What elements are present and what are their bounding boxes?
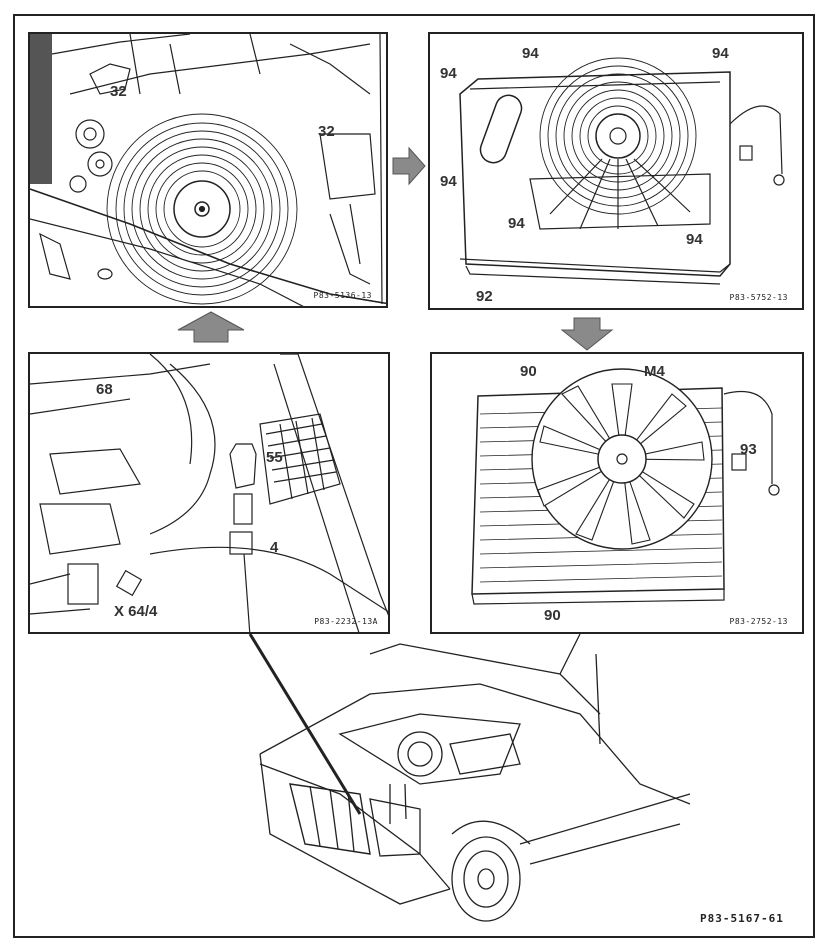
- panel-fan-blades: 90 M4 93 90 P83-2752-13: [430, 352, 804, 634]
- callout-32-right: 32: [318, 123, 335, 140]
- figure-code: P83-5167-61: [700, 912, 784, 925]
- panel-code: P83-2752-13: [729, 617, 788, 626]
- callout-94-center-top: 94: [522, 45, 539, 62]
- fan-shroud-drawing: [459, 57, 785, 285]
- panel-code: P83-5752-13: [729, 293, 788, 302]
- callout-93: 93: [740, 441, 757, 458]
- car-overview-drawing: [248, 634, 691, 922]
- diagram-frame: [13, 14, 815, 938]
- callout-94-bottom-mid: 94: [508, 215, 525, 232]
- callout-m4: M4: [644, 363, 665, 380]
- installed-fan-drawing: [30, 34, 386, 306]
- callout-x64-4: X 64/4: [114, 603, 158, 620]
- panel-code: P83-5136-13: [313, 291, 372, 300]
- fan-blades-drawing: [471, 368, 780, 605]
- arrow-right: [392, 146, 426, 186]
- panel-connector-detail: 68 55 4 X 64/4 P83-2232-13A: [28, 352, 390, 634]
- callout-32-left: 32: [110, 83, 127, 100]
- panel-fan-shroud: 94 94 94 94 94 94 92 P83-5752-13: [428, 32, 804, 310]
- callout-4: 4: [270, 539, 279, 556]
- panel-installed-fan: 32 32 P83-5136-13: [28, 32, 388, 308]
- callout-55: 55: [266, 449, 283, 466]
- callout-90-bottom: 90: [544, 607, 561, 624]
- callout-94-left-mid: 94: [440, 173, 457, 190]
- callout-94-bottom-right: 94: [686, 231, 703, 248]
- arrow-up: [177, 311, 245, 343]
- callout-94-left-top: 94: [440, 65, 457, 82]
- arrow-down: [560, 317, 614, 351]
- callout-92: 92: [476, 288, 493, 305]
- callout-94-right-top: 94: [712, 45, 729, 62]
- callout-68: 68: [96, 381, 113, 398]
- callout-90-top: 90: [520, 363, 537, 380]
- connector-detail-drawing: [30, 354, 388, 632]
- panel-code: P83-2232-13A: [314, 617, 378, 626]
